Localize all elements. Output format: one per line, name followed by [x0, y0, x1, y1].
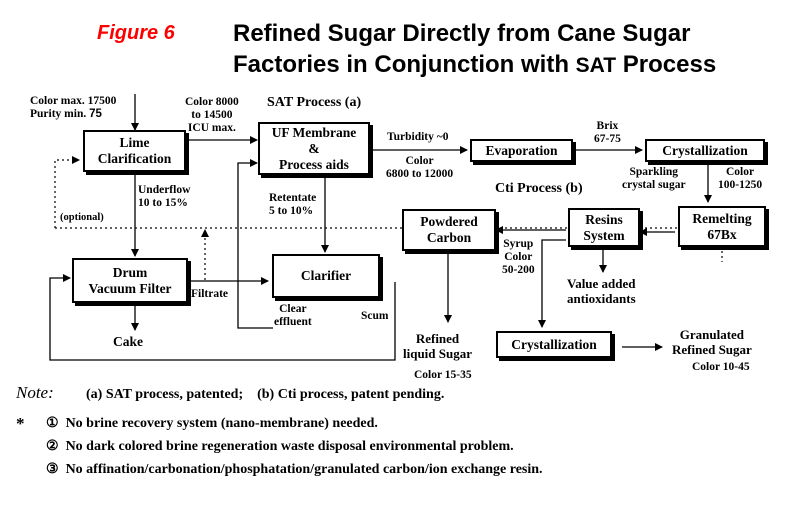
title-line-1: Refined Sugar Directly from Cane Sugar [233, 20, 691, 47]
diagram-title: Refined Sugar Directly from Cane Sugar F… [233, 18, 716, 81]
arrow-resins-to-crystallization [538, 239, 566, 328]
sat-process-title: SAT Process (a) [267, 95, 362, 110]
note-mark-2: ② [46, 439, 59, 454]
note-label: Note: [16, 383, 54, 402]
crystallization-bottom-box: Crystallization [496, 331, 612, 358]
filtrate-label: Filtrate [191, 288, 229, 300]
arrow-scum-to-drum [49, 274, 396, 361]
figure-label: Figure 6 [97, 22, 175, 44]
title-line-2: Factories in Conjunction with SAT Proces… [233, 51, 717, 78]
input-purity-value: 75 [89, 108, 102, 120]
granulated-color-label: Color 10-45 [692, 361, 750, 373]
note-item-3: ③ No affination/carbonation/phosphatatio… [46, 462, 543, 477]
clarifier-box: Clarifier [272, 254, 380, 298]
optional-label: (optional) [60, 212, 104, 223]
uf-membrane-box: UF Membrane&Process aids [258, 122, 370, 175]
cake-label: Cake [113, 334, 143, 349]
note-asterisk: * [16, 414, 25, 433]
refined-liquid-color-label: Color 15-35 [414, 369, 472, 381]
crystallization-top-box: Crystallization [645, 139, 765, 162]
note-mark-1: ① [46, 416, 59, 431]
note-item-2: ② No dark colored brine regeneration was… [46, 439, 514, 454]
evaporation-box: Evaporation [470, 139, 573, 162]
sat-acronym: SAT [575, 54, 617, 77]
note-mark-3: ③ [46, 462, 59, 477]
arrow-clear-effluent-to-uf [237, 159, 273, 329]
scum-label: Scum [361, 310, 389, 322]
turbidity-label: Turbidity ~0 [387, 131, 449, 143]
note-text: (a) SAT process, patented; (b) Cti proce… [86, 387, 445, 402]
note-item-1: ① No brine recovery system (nano-membran… [46, 416, 378, 431]
input-color-label: Color max. 17500 Purity min. 75 [30, 95, 117, 120]
cti-process-title: Cti Process (b) [495, 181, 583, 196]
